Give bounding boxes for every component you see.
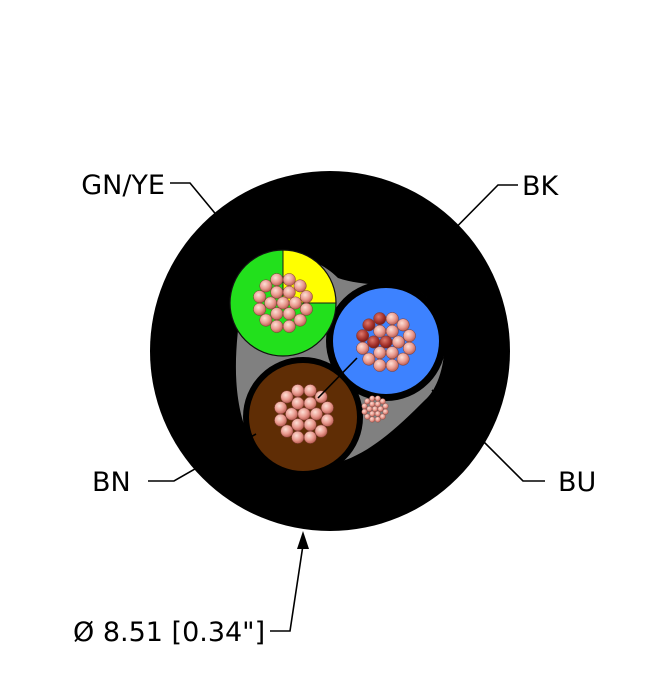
conductor-strand (270, 285, 284, 299)
gnye-strands (253, 273, 313, 333)
conductor-strand (291, 396, 305, 410)
conductor-strand (374, 410, 381, 417)
conductor-strand (320, 401, 334, 415)
conductor-strand (402, 329, 416, 343)
bn-label: BN (92, 467, 131, 498)
conductor-strand (356, 341, 370, 355)
conductor-strand (362, 318, 376, 332)
blue-to-brown-line (317, 357, 358, 399)
conductor-strand (396, 352, 410, 366)
conductor-strand (280, 390, 294, 404)
bn-leader-line (148, 433, 257, 482)
conductor-strand (362, 352, 376, 366)
conductor-strand (291, 430, 305, 444)
conductor-strand (373, 324, 387, 338)
conductor-strand (366, 406, 373, 412)
conductor-strand (276, 296, 290, 310)
conductor-strand (373, 312, 387, 326)
diameter-label: Ø 8.51 [0.34"] (73, 617, 265, 648)
conductor-strand (374, 401, 381, 408)
conductor-strand (282, 319, 296, 333)
conductor-strand (379, 335, 393, 349)
conductor-strand (259, 313, 273, 327)
conductor-strand (299, 302, 313, 316)
conductor-strand (379, 413, 386, 420)
bn-strands (274, 384, 334, 444)
bn-conductor (249, 363, 357, 471)
bu-leader-line (431, 389, 545, 482)
conductor-strand (320, 413, 334, 427)
gnye-conductor (229, 249, 337, 357)
conductor-strand (280, 424, 294, 438)
conductor-strand (369, 410, 376, 417)
conductor-strand (282, 273, 296, 287)
conductor-strand (253, 302, 267, 316)
conductor-strand (253, 290, 267, 304)
conductor-strand (379, 398, 386, 405)
conductor-strand (303, 430, 317, 444)
gnye-leader-line (170, 182, 253, 259)
conductor-strand (291, 384, 305, 398)
bk-label: BK (522, 171, 560, 202)
bu-strands (356, 312, 416, 372)
conductor-strand (369, 416, 376, 423)
conductor-strand (356, 329, 370, 343)
conductor-strand (373, 358, 387, 372)
conductor-strand (385, 312, 399, 326)
conductor-strand (364, 398, 371, 405)
conductor-strand (297, 407, 311, 421)
conductor-strand (259, 279, 273, 293)
conductor-strand (303, 418, 317, 432)
conductor-strand (314, 390, 328, 404)
conductor-strand (372, 406, 378, 412)
conductor-strand (270, 307, 284, 321)
conductor-strand (391, 335, 405, 349)
conductor-strand (364, 413, 371, 420)
conductor-strand (382, 403, 389, 410)
conductor-strand (291, 418, 305, 432)
conductor-strand (369, 395, 376, 402)
conductor-strand (309, 407, 323, 421)
conductor-strand (377, 406, 384, 412)
drain-strands (361, 395, 389, 423)
conductor-strand (373, 346, 387, 360)
conductor-strand (314, 424, 328, 438)
conductor-strand (369, 401, 376, 408)
conductor-strand (293, 279, 307, 293)
conductor-strand (382, 408, 389, 415)
arrow-up-icon (297, 531, 309, 549)
gnye-label: GN/YE (81, 170, 165, 201)
conductor-strand (396, 318, 410, 332)
conductor-strand (374, 416, 381, 423)
conductor-strand (303, 384, 317, 398)
conductor-strand (282, 285, 296, 299)
conductor-strand (274, 401, 288, 415)
conductor-strand (374, 395, 381, 402)
conductor-strand (402, 341, 416, 355)
bk-leader-line (421, 184, 518, 263)
bu-conductor (333, 288, 439, 394)
conductor-strand (385, 346, 399, 360)
conductor-strand (303, 396, 317, 410)
conductor-strand (385, 324, 399, 338)
conductor-strand (361, 408, 368, 415)
diameter-leader-line (270, 544, 304, 632)
bu-label: BU (558, 467, 596, 498)
conductor-strand (270, 319, 284, 333)
conductor-strand (361, 403, 368, 410)
conductor-strand (270, 273, 284, 287)
conductor-strand (285, 407, 299, 421)
conductor-strand (274, 413, 288, 427)
conductor-strand (299, 290, 313, 304)
conductor-strand (288, 296, 302, 310)
conductor-strand (293, 313, 307, 327)
conductor-strand (385, 358, 399, 372)
conductor-strand (264, 296, 278, 310)
conductor-strand (282, 307, 296, 321)
conductor-strand (367, 335, 381, 349)
